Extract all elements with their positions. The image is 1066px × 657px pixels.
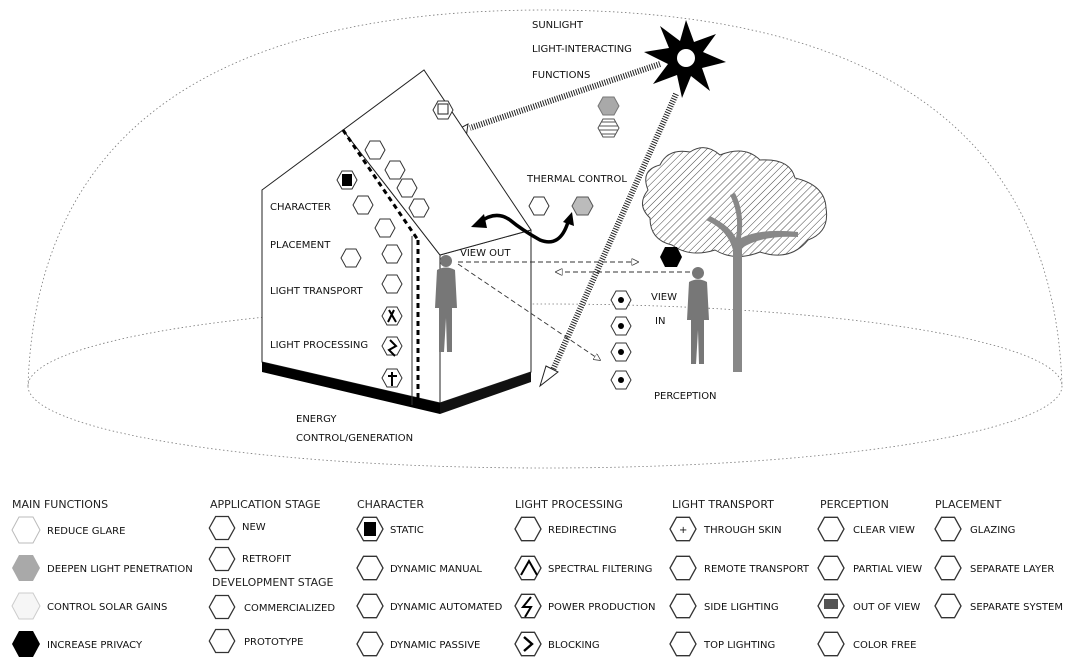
legend-title-application-stage: APPLICATION STAGE	[210, 498, 321, 511]
legend-title-main-functions: MAIN FUNCTIONS	[12, 498, 108, 511]
legend-label: COMMERCIALIZED	[244, 603, 335, 614]
dynamic-passive-icon	[356, 631, 384, 657]
legend-title-development-stage: DEVELOPMENT STAGE	[212, 576, 334, 589]
legend-label: RETROFIT	[242, 554, 292, 565]
prototype-icon	[208, 628, 236, 654]
legend-item-increase-privacy: INCREASE PRIVACY	[12, 631, 143, 657]
legend-label: POWER PRODUCTION	[548, 602, 656, 613]
retrofit-icon	[208, 546, 236, 572]
function-hexes	[528, 96, 682, 267]
redirecting-icon	[514, 516, 542, 542]
legend-item-control-solar: CONTROL SOLAR GAINS	[11, 592, 167, 620]
sky-dome	[27, 9, 1063, 469]
legend-title-light-processing: LIGHT PROCESSING	[515, 498, 623, 511]
commercialized-icon	[208, 594, 236, 620]
wall-hex-icons	[381, 244, 403, 388]
legend-label: STATIC	[390, 525, 424, 536]
legend-label: SEPARATE SYSTEM	[970, 602, 1063, 613]
roof-hex-icons	[336, 140, 430, 268]
legend-label: SIDE LIGHTING	[704, 602, 779, 613]
legend-label: BLOCKING	[548, 640, 600, 651]
hex-swatch-icon	[12, 555, 40, 581]
side-lighting-icon	[669, 593, 697, 619]
legend-label: REMOTE TRANSPORT	[704, 564, 810, 575]
color-free-icon	[817, 631, 845, 657]
legend-label: DYNAMIC AUTOMATED	[390, 602, 503, 613]
legend-label: PROTOTYPE	[244, 637, 303, 648]
person-outside-icon	[687, 267, 709, 364]
legend-label: THROUGH SKIN	[703, 525, 782, 536]
thermal-arrow	[471, 212, 574, 244]
plus-glyph-icon: +	[679, 525, 687, 536]
top-lighting-icon	[669, 631, 697, 657]
legend-item-deepen-light: DEEPEN LIGHT PENETRATION	[12, 555, 193, 581]
hex-swatch-icon	[12, 631, 40, 657]
legend-item-reduce-glare: REDUCE GLARE	[11, 516, 125, 544]
label-perception: PERCEPTION	[654, 391, 717, 402]
label-sunlight: SUNLIGHT	[532, 20, 584, 31]
person-inside-icon	[435, 255, 457, 352]
legend-label: PARTIAL VIEW	[853, 564, 922, 575]
legend-label: TOP LIGHTING	[703, 640, 775, 651]
view-arrows	[457, 262, 690, 360]
blocking-icon	[514, 631, 542, 657]
sun-icon	[644, 20, 726, 98]
legend-label: GLAZING	[970, 525, 1015, 536]
legend-label: CLEAR VIEW	[853, 525, 915, 536]
label-view-out: VIEW OUT	[460, 248, 511, 259]
label-control-generation: CONTROL/GENERATION	[296, 433, 413, 444]
legend-label: CONTROL SOLAR GAINS	[47, 602, 167, 613]
remote-transport-icon	[669, 555, 697, 581]
legend-label: SPECTRAL FILTERING	[548, 564, 652, 575]
dynamic-automated-icon	[356, 593, 384, 619]
legend-title-character: CHARACTER	[357, 498, 424, 511]
label-light-interacting: LIGHT-INTERACTING	[532, 44, 632, 55]
label-energy: ENERGY	[296, 414, 337, 425]
legend-label: REDUCE GLARE	[47, 526, 125, 537]
label-functions: FUNCTIONS	[532, 70, 590, 81]
legend-label: INCREASE PRIVACY	[47, 640, 143, 651]
legend-label: DEEPEN LIGHT PENETRATION	[47, 564, 193, 575]
label-character: CHARACTER	[270, 202, 331, 213]
new-house-icon	[208, 515, 236, 541]
label-light-transport: LIGHT TRANSPORT	[270, 286, 364, 297]
label-thermal-control: THERMAL CONTROL	[526, 174, 627, 185]
tree-icon	[642, 147, 828, 372]
label-in: IN	[655, 316, 665, 327]
legend-title-light-transport: LIGHT TRANSPORT	[672, 498, 774, 511]
partial-view-icon	[817, 555, 845, 581]
perception-hex-icons	[610, 290, 632, 390]
legend: MAIN FUNCTIONS REDUCE GLARE DEEPEN LIGHT…	[11, 498, 1063, 657]
spectral-filtering-icon	[514, 555, 542, 581]
separate-layer-icon	[934, 555, 962, 581]
hex-swatch-icon	[11, 516, 41, 544]
label-light-processing: LIGHT PROCESSING	[270, 340, 368, 351]
separate-system-icon	[934, 593, 962, 619]
label-view: VIEW	[651, 292, 677, 303]
legend-label: DYNAMIC PASSIVE	[390, 640, 480, 651]
diagram-labels: SUNLIGHT LIGHT-INTERACTING FUNCTIONS THE…	[270, 20, 717, 444]
legend-label: COLOR FREE	[853, 640, 916, 651]
legend-label: REDIRECTING	[548, 525, 616, 536]
glazing-icon	[934, 516, 962, 542]
legend-title-placement: PLACEMENT	[935, 498, 1002, 511]
clear-view-icon	[817, 516, 845, 542]
label-placement: PLACEMENT	[270, 240, 331, 251]
hex-swatch-icon	[11, 592, 41, 620]
legend-label: SEPARATE LAYER	[970, 564, 1054, 575]
legend-title-perception: PERCEPTION	[820, 498, 889, 511]
legend-label: OUT OF VIEW	[853, 602, 920, 613]
dynamic-manual-icon	[356, 555, 384, 581]
legend-label: NEW	[242, 522, 266, 533]
top-lighting-roof-icon	[432, 100, 454, 120]
legend-label: DYNAMIC MANUAL	[390, 564, 482, 575]
